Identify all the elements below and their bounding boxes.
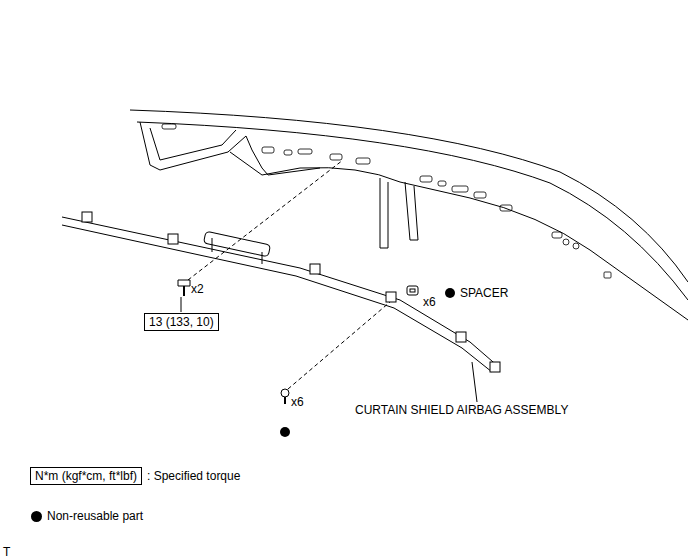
quantity-label: x6	[423, 295, 436, 309]
torque-box: N*m (kgf*cm, ft*lbf)	[30, 467, 142, 485]
legend-text: : Specified torque	[147, 469, 240, 483]
torque-value: 13 (133, 10)	[149, 315, 214, 329]
quantity-label: x2	[191, 282, 204, 296]
torque-value: N*m (kgf*cm, ft*lbf)	[35, 469, 137, 483]
part-name: SPACER	[460, 286, 508, 300]
torque-box: 13 (133, 10)	[144, 313, 219, 331]
non-reusable-dot	[31, 511, 42, 522]
quantity-label: x6	[291, 395, 304, 409]
figure-code: T	[3, 545, 10, 559]
legend-entry: Non-reusable part	[31, 509, 143, 523]
legend-entry: : Specified torque	[147, 469, 240, 483]
legend-text: Non-reusable part	[47, 509, 143, 523]
part-name: CURTAIN SHIELD AIRBAG ASSEMBLY	[355, 403, 568, 417]
